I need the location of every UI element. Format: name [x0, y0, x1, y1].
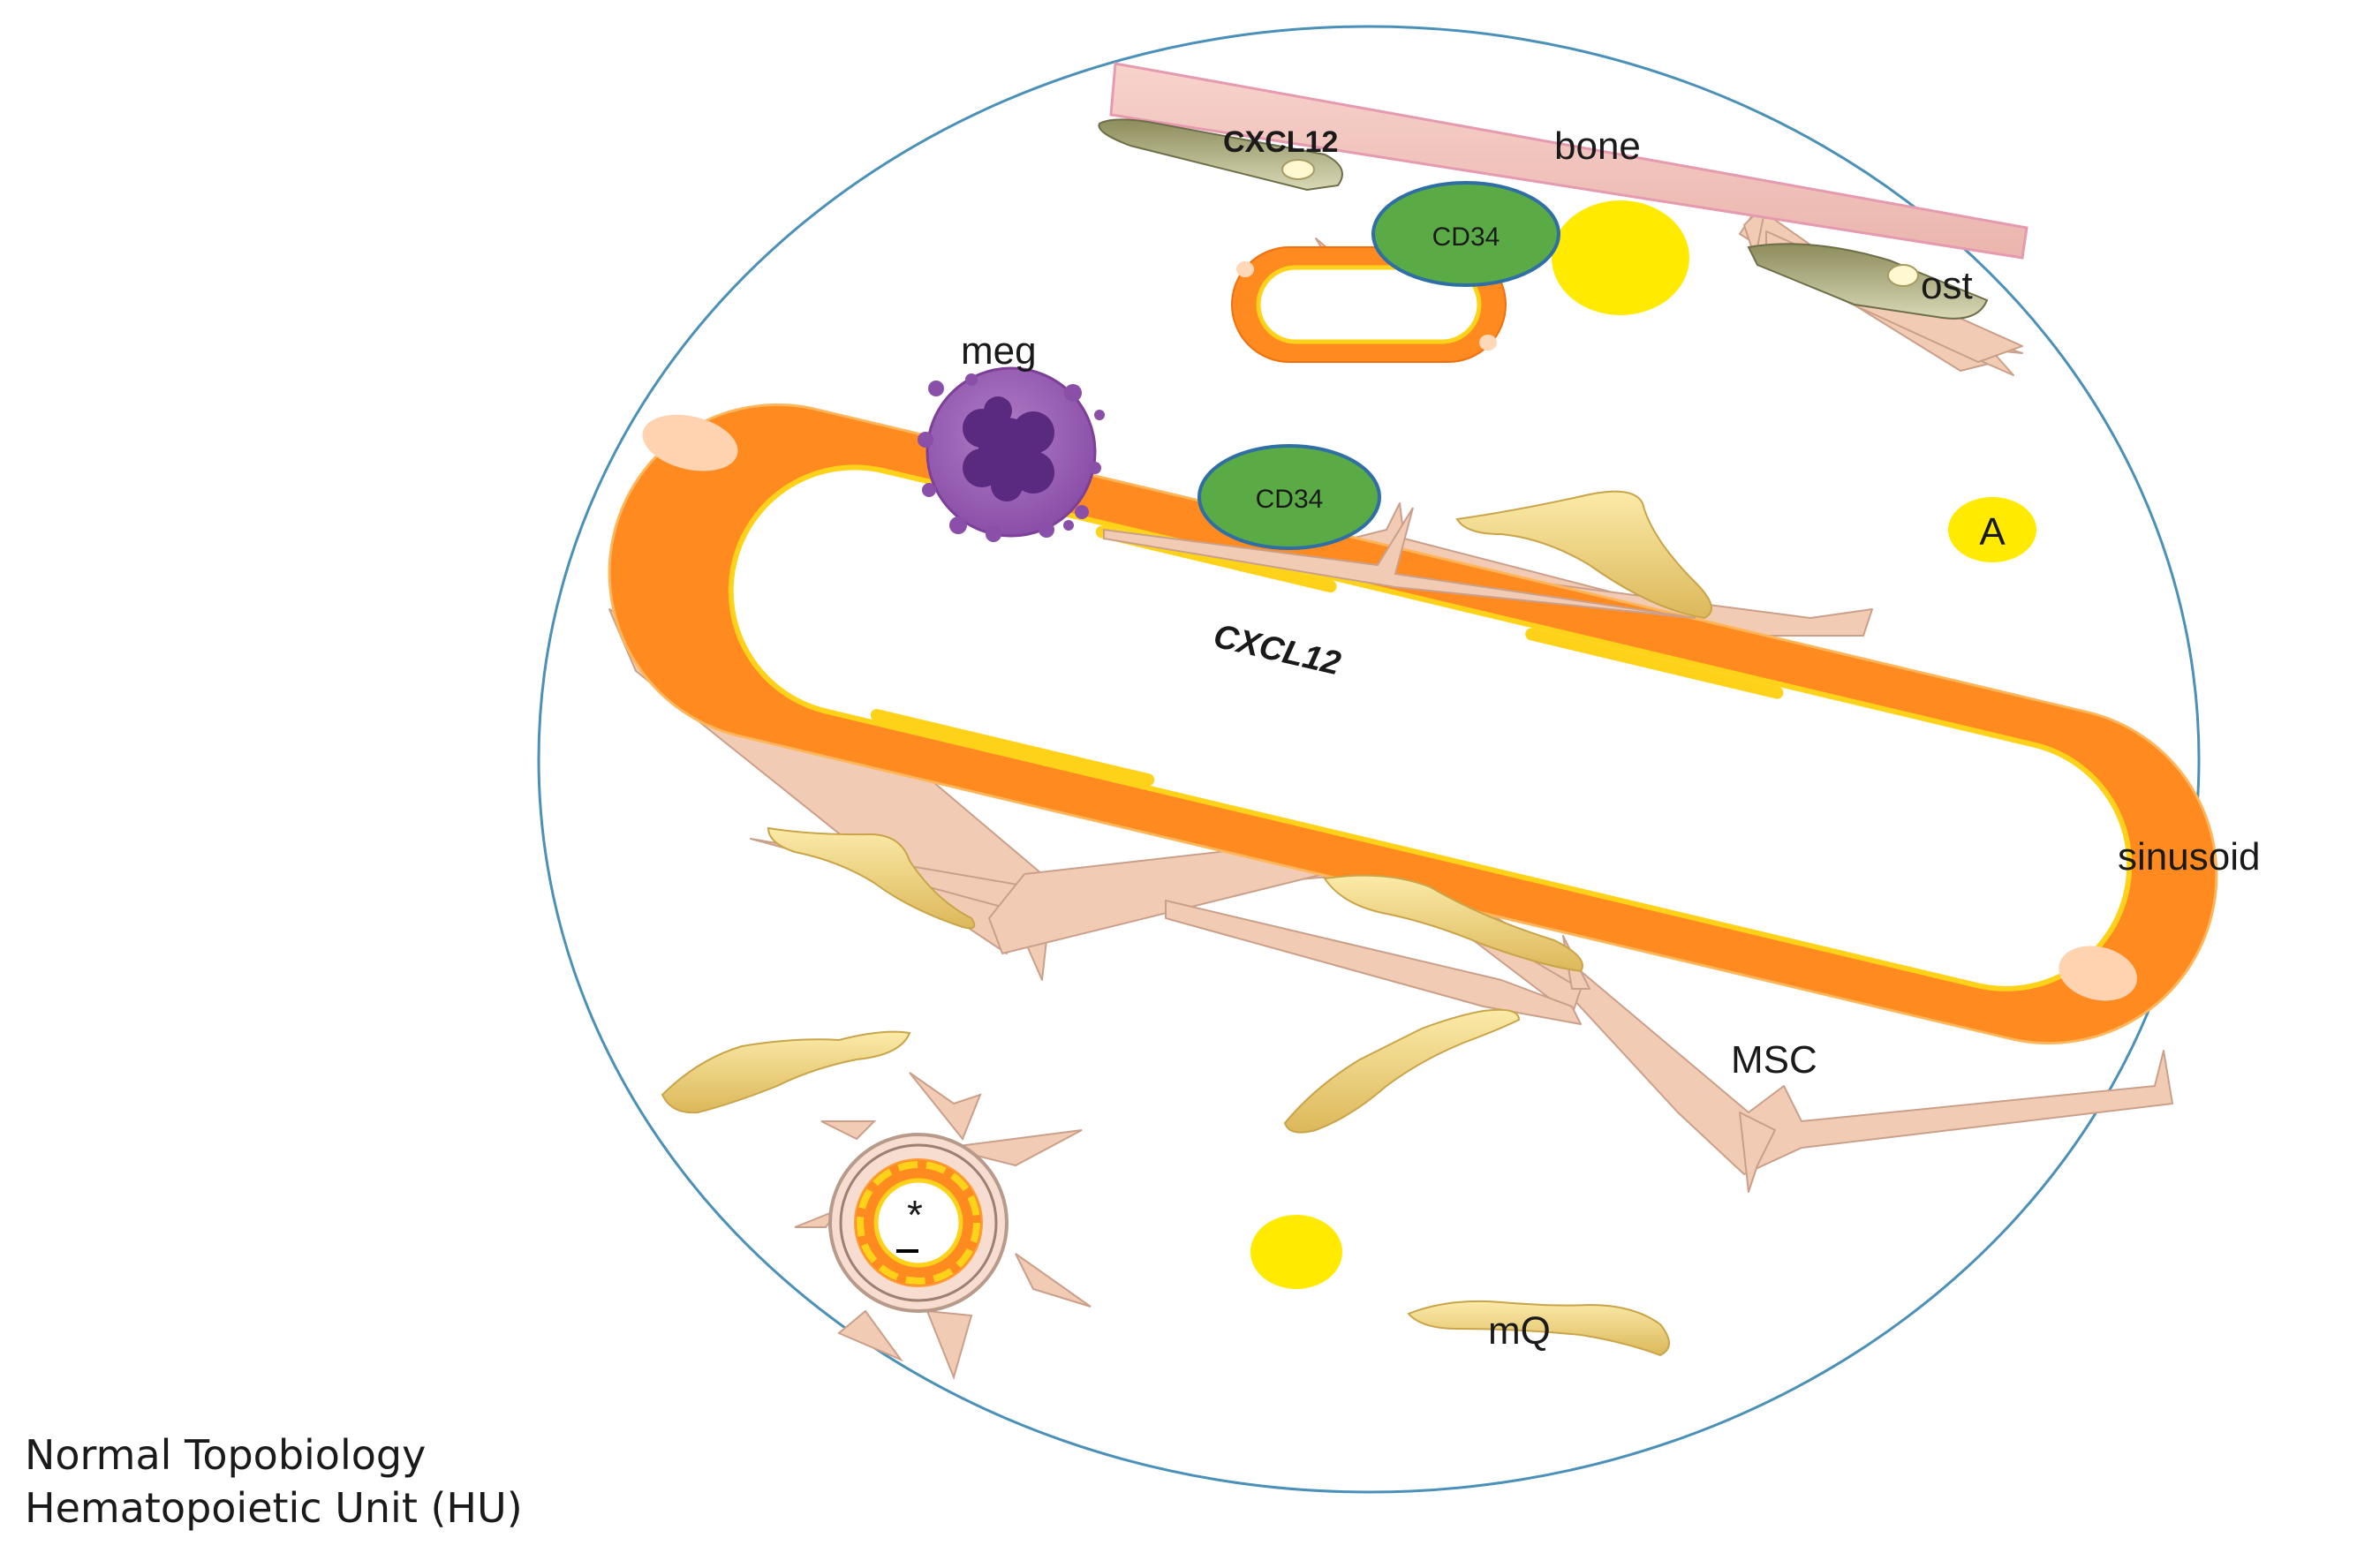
- adipocyte-top: [1552, 200, 1689, 315]
- cd34-top-label: CD34: [1432, 222, 1500, 252]
- macrophage-label: mQ: [1488, 1309, 1551, 1353]
- bone: [1109, 62, 2028, 260]
- macrophage-6: [1407, 1300, 1670, 1357]
- caption-line-1: Normal Topobiology: [25, 1431, 427, 1479]
- ost-label: ost: [1921, 264, 1973, 307]
- bone-label: bone: [1554, 124, 1641, 168]
- caption-line-2: Hematopoietic Unit (HU): [25, 1484, 523, 1532]
- sinusoid: [608, 403, 2218, 1044]
- hu-boundary: [537, 25, 2201, 1494]
- adipocyte-bottom: [1250, 1215, 1342, 1289]
- macrophage-2: [767, 826, 976, 930]
- cd34-cell-top: [1371, 181, 1560, 287]
- macrophage-1: [1455, 490, 1712, 620]
- osteoblast-left: [1098, 118, 1343, 192]
- arteriole-marker-label: *: [907, 1192, 923, 1238]
- figure-caption: Normal Topobiology Hematopoietic Unit (H…: [25, 1429, 523, 1534]
- osteoblast-right: [1747, 243, 1989, 320]
- cd34-mid-label: CD34: [1256, 485, 1324, 514]
- macrophage-3: [1323, 874, 1583, 973]
- msc-label: MSC: [1731, 1038, 1817, 1082]
- macrophage-4: [661, 1030, 911, 1114]
- megakaryocyte: [918, 366, 1105, 542]
- meg-label: meg: [961, 329, 1037, 373]
- msc-fibres-front: [1103, 507, 1696, 619]
- macrophages: [661, 490, 1712, 1357]
- cd34-cell-mid: [1197, 444, 1381, 550]
- sinusoid-label: sinusoid: [2118, 835, 2260, 878]
- arteriole: [794, 1072, 1092, 1381]
- adipocyte-a-label: A: [1979, 510, 2006, 554]
- cxcl12-bone-label: CXCL12: [1223, 125, 1338, 159]
- macrophage-5: [1283, 1008, 1521, 1134]
- adipocyte-a: [1948, 497, 2036, 562]
